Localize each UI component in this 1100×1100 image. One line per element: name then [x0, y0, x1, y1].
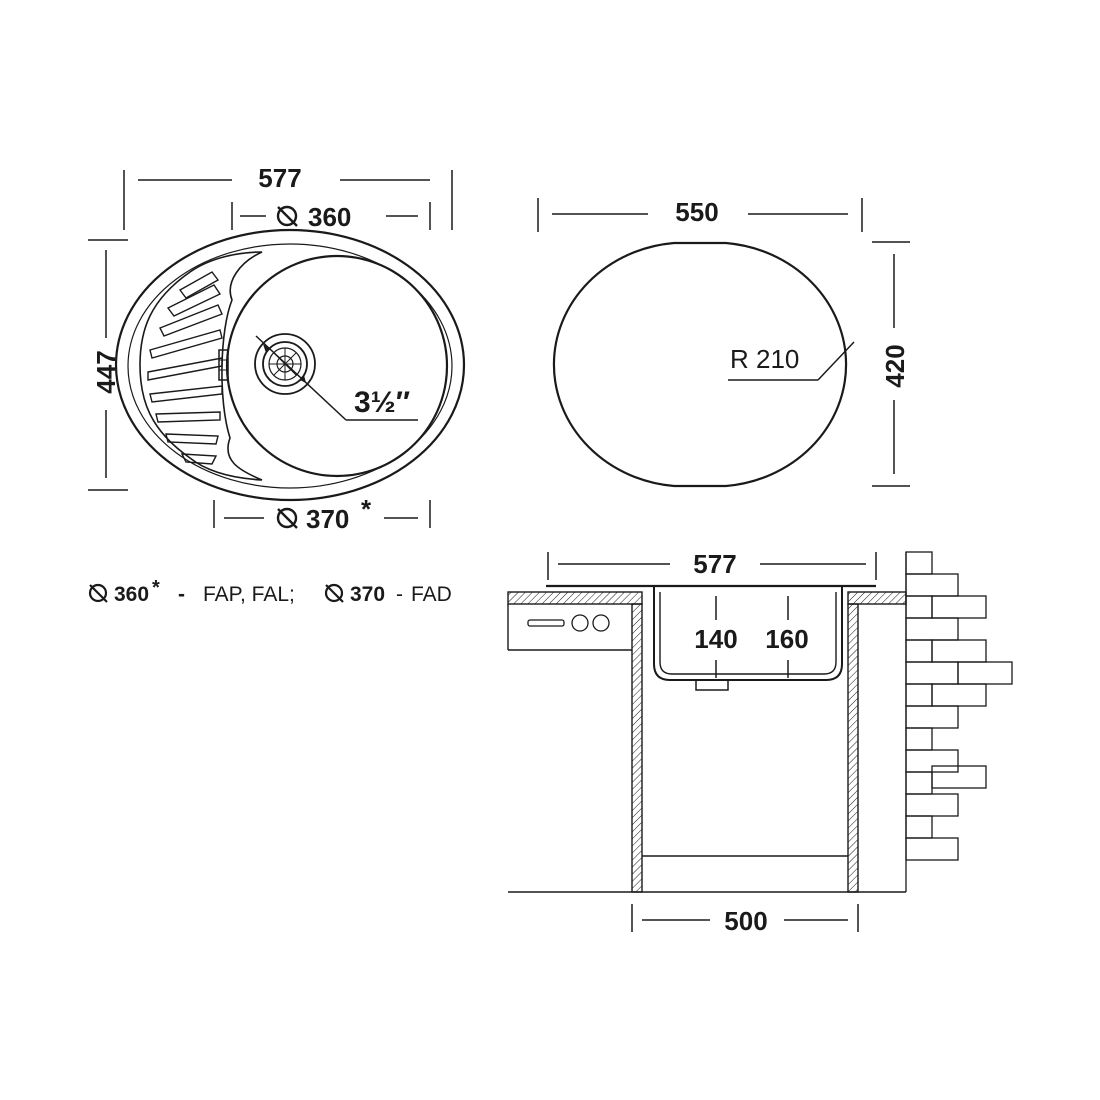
drainboard-outline [139, 251, 263, 481]
radius-leader-diag [817, 341, 855, 381]
dim-cutout-width: 550 [675, 197, 718, 227]
legend-models-1: FAP, FAL; [203, 583, 295, 606]
legend-separator: - [396, 583, 403, 606]
brick-wall [905, 551, 1013, 892]
legend-asterisk: * [152, 577, 160, 599]
appliance-handle [527, 619, 565, 627]
dim-depth-140: 140 [694, 624, 737, 654]
diameter-icon [276, 205, 298, 227]
legend-value-360: 360 [114, 583, 149, 606]
bowl-section [653, 586, 843, 681]
arrow-head [300, 375, 306, 383]
countertop-left [507, 591, 643, 605]
drainboard-grooves [147, 271, 223, 465]
sink-outer-rim [114, 228, 466, 502]
diameter-icon [324, 583, 344, 603]
dim-bowl-diameter-bottom: 370 [306, 504, 349, 534]
legend: 360 * - FAP, FAL; 370 - FAD [88, 577, 452, 606]
appliance-knob [571, 614, 589, 632]
countertop-right [847, 591, 907, 605]
cutout-view: 550 420 R 210 [537, 197, 910, 488]
dim-cutout-depth: 420 [880, 344, 910, 387]
overflow-hole [218, 349, 229, 381]
asterisk-mark: * [361, 494, 372, 524]
diameter-icon [88, 583, 108, 603]
legend-value-370: 370 [350, 583, 385, 606]
drain-outlet [695, 679, 729, 691]
cabinet-wall-left [631, 603, 643, 893]
bowl-outline [225, 254, 449, 478]
sink-inner-rim [127, 243, 453, 489]
diameter-icon [276, 507, 298, 529]
dim-bowl-diameter-top: 360 [308, 202, 351, 232]
legend-models-2: FAD [411, 583, 452, 606]
dim-depth-160: 160 [765, 624, 808, 654]
dim-overall-width: 577 [258, 163, 301, 193]
cutout-radius: R 210 [730, 344, 799, 374]
dim-drain-size: 3½″ [354, 386, 410, 419]
top-view: 577 360 447 [88, 163, 466, 534]
dim-cabinet-width: 500 [724, 906, 767, 936]
cutout-outline [552, 241, 848, 488]
cabinet-wall-right [847, 603, 859, 893]
appliance-knob [592, 614, 610, 632]
drain-leader [255, 335, 347, 421]
legend-separator: - [178, 583, 185, 606]
section-view: 577 140 160 500 [507, 549, 1013, 936]
dim-section-width: 577 [693, 549, 736, 579]
bowl-section-inner [659, 592, 837, 675]
arrow-head [263, 344, 270, 353]
